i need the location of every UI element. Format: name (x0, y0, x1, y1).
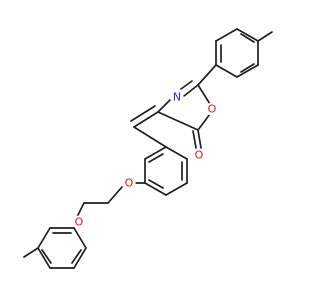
bond (37, 227, 51, 249)
bond (73, 227, 87, 249)
bond (148, 153, 164, 163)
carbonyl-oxygen-atom: O (192, 148, 206, 162)
bond (197, 129, 202, 149)
bond (157, 111, 199, 131)
bond (107, 186, 123, 204)
bond (165, 146, 188, 160)
bond (133, 126, 167, 148)
bond (148, 179, 164, 189)
bond (71, 249, 82, 264)
ether-oxygen-2-atom: O (72, 215, 86, 229)
carbonyl-oxygen-label: O (195, 149, 204, 162)
bond (197, 113, 211, 131)
bond (73, 247, 87, 269)
structure-drawing: N O O O O (23, 28, 273, 269)
ring-oxygen-label: O (208, 103, 217, 116)
bond (133, 111, 159, 128)
bond (240, 63, 255, 73)
molecule-diagram: N O O O O (23, 28, 273, 269)
bond (215, 28, 238, 42)
bond (144, 146, 167, 160)
bond (197, 64, 217, 86)
bond (257, 31, 273, 42)
bond (180, 80, 193, 90)
bond (215, 64, 238, 78)
bond (130, 105, 156, 122)
bond (192, 130, 197, 149)
bond (183, 84, 199, 97)
bond (197, 84, 211, 105)
bond (240, 33, 255, 43)
bond (157, 99, 171, 113)
bond (41, 249, 52, 264)
bond (144, 182, 167, 196)
ether-oxygen-1-label: O (125, 177, 134, 190)
bond (236, 64, 259, 78)
ring-oxygen-atom: O (205, 102, 219, 116)
bonds (23, 28, 273, 269)
ether-oxygen-1-atom: O (122, 176, 136, 190)
bond (76, 202, 85, 218)
bond (236, 28, 259, 42)
bond (37, 247, 51, 269)
nitrogen-label: N (173, 91, 181, 104)
nitrogen-atom: N (170, 90, 184, 104)
atom-labels: N O O O O (72, 90, 219, 229)
bond (165, 182, 188, 196)
ether-oxygen-2-label: O (75, 216, 84, 229)
bond (23, 247, 39, 258)
